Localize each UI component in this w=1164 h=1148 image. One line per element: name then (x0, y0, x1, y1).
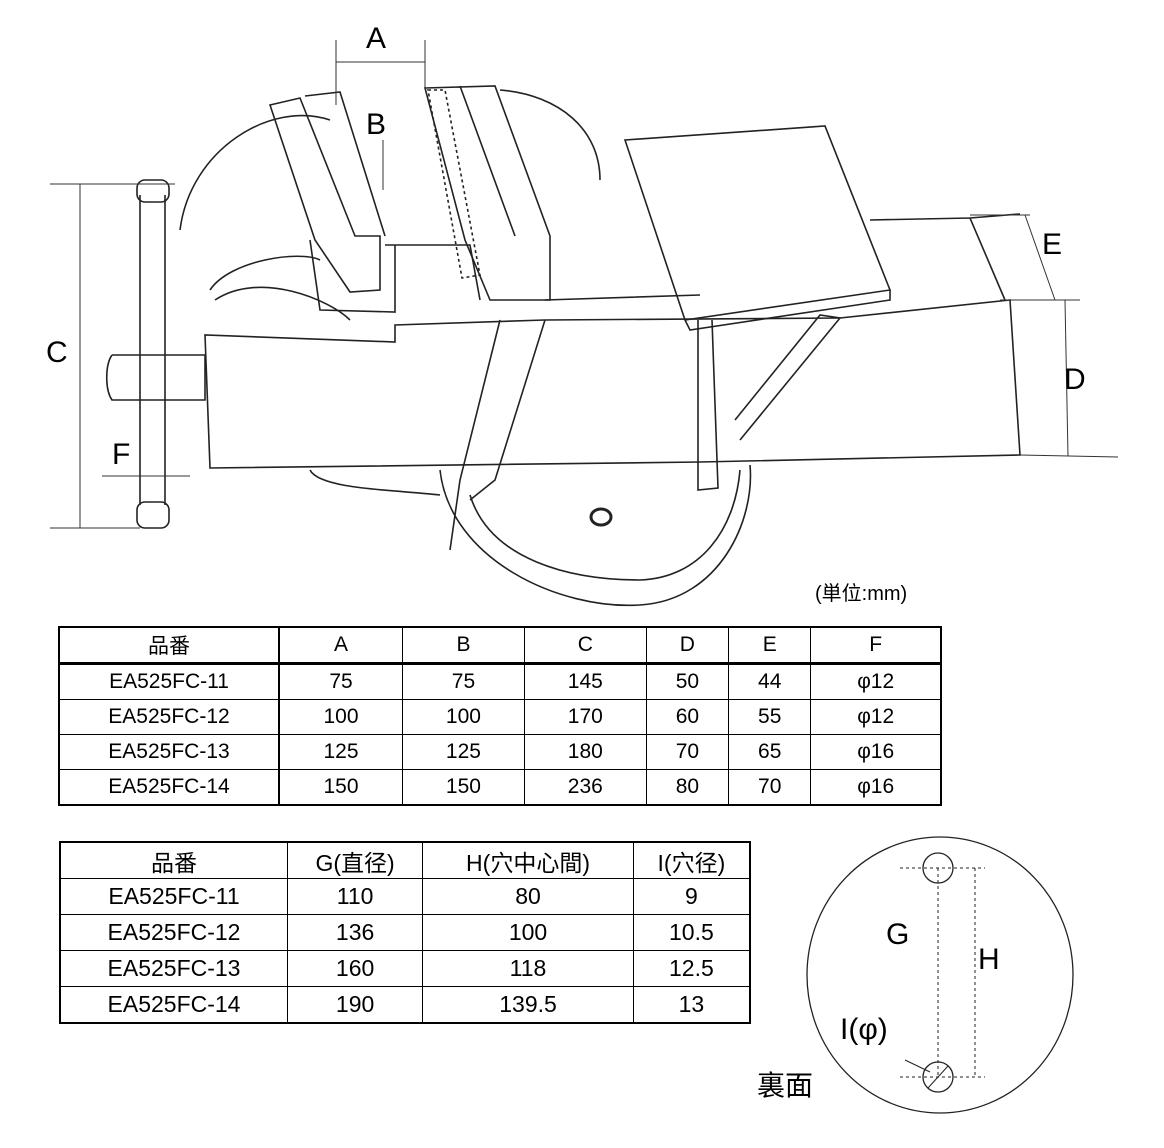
column-header: A (278, 626, 404, 665)
table-cell: 9 (632, 878, 751, 915)
table-cell: 75 (402, 663, 525, 700)
column-header: G(直径) (286, 841, 424, 879)
table-cell: 80 (645, 769, 730, 806)
column-header: B (402, 626, 525, 665)
table-cell: 70 (728, 769, 812, 806)
table-cell: 80 (422, 878, 634, 915)
table-cell: 236 (523, 769, 647, 806)
table-cell: 75 (278, 663, 404, 700)
table-cell: 118 (422, 950, 634, 987)
jaw-face-hatch (427, 89, 481, 279)
table-cell: 55 (728, 699, 812, 735)
table-cell: EA525FC-14 (59, 986, 288, 1024)
column-header: E (728, 626, 812, 665)
unit-note: (単位:mm) (815, 583, 908, 605)
table-cell: 12.5 (632, 950, 751, 987)
table-cell: EA525FC-13 (59, 950, 288, 987)
label-i: I(φ) (840, 1013, 888, 1046)
column-header: 品番 (58, 626, 280, 665)
column-header: F (810, 626, 942, 665)
mounting-hole (589, 507, 613, 527)
table-cell: 180 (523, 734, 647, 770)
base-outline (806, 836, 1074, 1114)
dimension-lines (50, 40, 1119, 529)
table-cell: 139.5 (422, 986, 634, 1024)
table-cell: 70 (645, 734, 730, 770)
table-cell: EA525FC-13 (58, 734, 280, 770)
dim-label-d: D (1064, 363, 1086, 396)
table-cell: EA525FC-12 (58, 699, 280, 735)
column-header: H(穴中心間) (422, 841, 634, 879)
vise-body (204, 299, 1021, 469)
vise-handle (105, 195, 206, 505)
table-cell: 150 (402, 769, 525, 806)
fixed-jaw (268, 91, 386, 293)
swivel-base (439, 464, 752, 607)
table-cell: φ12 (810, 699, 942, 735)
table-cell: 190 (286, 986, 424, 1024)
table-cell: EA525FC-14 (58, 769, 280, 806)
table-cell: EA525FC-12 (59, 914, 288, 951)
dim-label-e: E (1042, 228, 1063, 261)
table-cell: EA525FC-11 (58, 663, 280, 700)
table-cell: 10.5 (632, 914, 751, 951)
table-cell: 100 (422, 914, 634, 951)
table-cell: 125 (402, 734, 525, 770)
dim-label-b: B (366, 108, 387, 141)
dim-label-c: C (46, 336, 68, 369)
table-cell: φ16 (810, 769, 942, 806)
table-cell: 150 (278, 769, 404, 806)
table-cell: 110 (286, 878, 424, 915)
column-header: I(穴径) (632, 841, 751, 879)
column-header: D (645, 626, 730, 665)
table-cell: 65 (728, 734, 812, 770)
underside-caption: 裏面 (757, 1070, 814, 1101)
dim-label-f: F (112, 438, 131, 471)
label-g: G (886, 918, 910, 951)
table-cell: 136 (286, 914, 424, 951)
table-cell: φ12 (810, 663, 942, 700)
table-cell: 13 (632, 986, 751, 1024)
table-cell: φ16 (810, 734, 942, 770)
anvil (623, 125, 892, 331)
label-h: H (978, 943, 1000, 976)
table-cell: 170 (523, 699, 647, 735)
table-cell: 125 (278, 734, 404, 770)
dim-label-a: A (366, 22, 387, 55)
column-header: C (523, 626, 647, 665)
table-cell: 160 (286, 950, 424, 987)
